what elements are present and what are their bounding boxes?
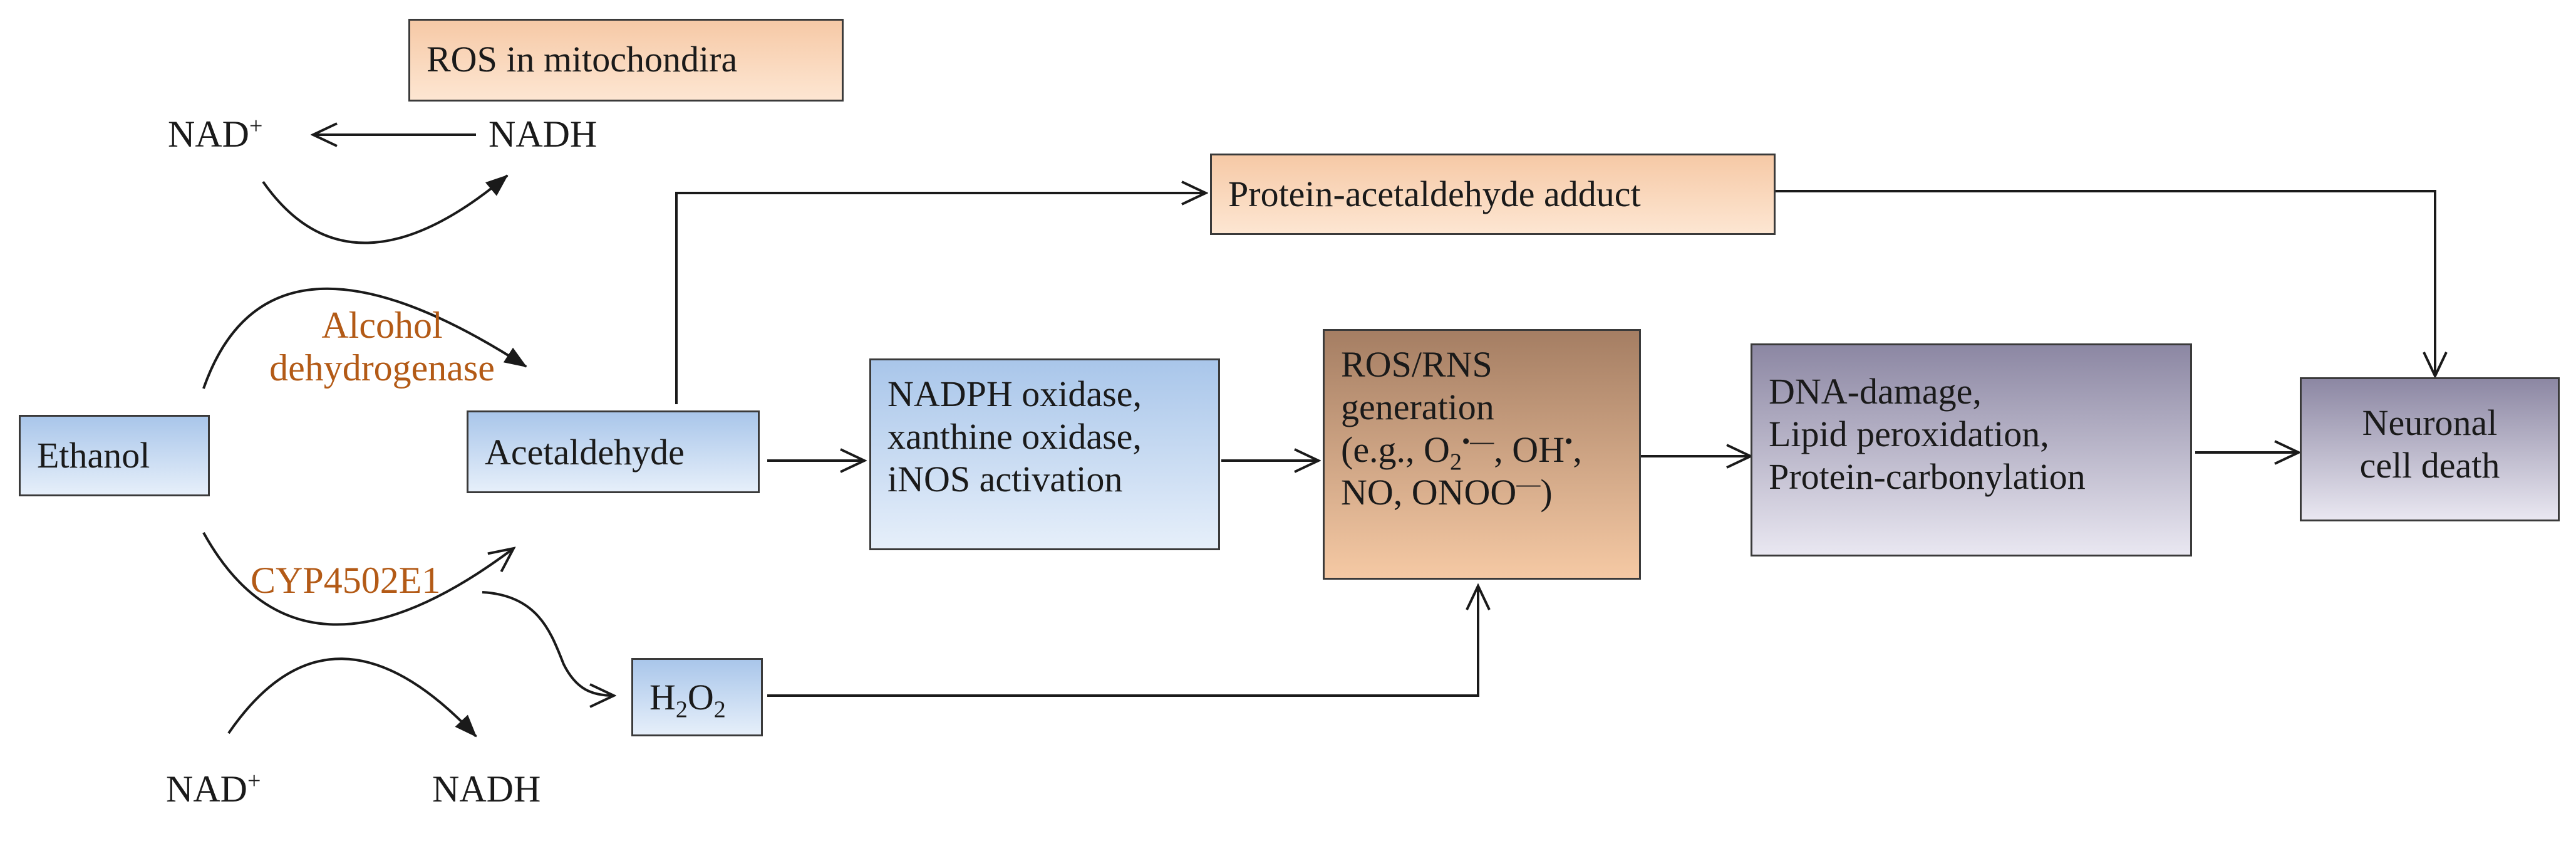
ros-mitochondria-label: ROS in mitochondira bbox=[427, 39, 738, 80]
neuronal-line-2: cell death bbox=[2359, 445, 2500, 486]
nadph-line-3: iNOS activation bbox=[887, 459, 1123, 499]
dna-line-2: Lipid peroxidation, bbox=[1769, 414, 2049, 454]
arrow-acetaldehyde-to-adduct bbox=[675, 193, 1206, 404]
protein-adduct-label: Protein-acetaldehyde adduct bbox=[1228, 174, 1641, 214]
nad-plus-top-label: NAD+ bbox=[168, 113, 263, 155]
nadph-oxidase-box: NADPH oxidase, xanthine oxidase, iNOS ac… bbox=[869, 358, 1220, 550]
ros-rns-line-4: NO, ONOO—) bbox=[1341, 471, 1553, 513]
neuronal-line-1: Neuronal bbox=[2362, 402, 2498, 443]
ros-mitochondria-box: ROS in mitochondira bbox=[408, 19, 844, 102]
dna-line-3: Protein-carbonylation bbox=[1769, 456, 2086, 497]
dna-damage-box: DNA-damage, Lipid peroxidation, Protein-… bbox=[1751, 343, 2192, 556]
ros-rns-box: ROS/RNS generation (e.g., O2•—, OH•, NO,… bbox=[1323, 329, 1641, 580]
arc-nad-to-nadh-top bbox=[262, 174, 509, 244]
ros-rns-line-2: generation bbox=[1341, 387, 1494, 427]
arrow-adduct-to-neuronal bbox=[1776, 190, 2435, 376]
neuronal-cell-death-box: Neuronal cell death bbox=[2300, 377, 2560, 521]
cyp4502e1-label: CYP4502E1 bbox=[251, 560, 441, 601]
arc-nad-to-nadh-bottom bbox=[227, 657, 477, 738]
alcohol-dehydrogenase-label: Alcohol dehydrogenase bbox=[263, 304, 501, 389]
arrow-cyp-to-h2o2 bbox=[482, 591, 614, 696]
ros-rns-line-3: (e.g., O2•—, OH•, bbox=[1341, 428, 1582, 476]
arc-ethanol-to-acetaldehyde-cyp bbox=[202, 532, 514, 626]
dna-line-1: DNA-damage, bbox=[1769, 371, 1982, 412]
ros-rns-line-1: ROS/RNS bbox=[1341, 344, 1492, 385]
nadh-bottom-label: NADH bbox=[432, 768, 541, 810]
nadph-line-1: NADPH oxidase, bbox=[887, 373, 1142, 414]
acetaldehyde-label: Acetaldehyde bbox=[485, 432, 685, 473]
ethanol-box: Ethanol bbox=[19, 415, 210, 496]
enzyme-line-2: dehydrogenase bbox=[269, 347, 495, 389]
enzyme-line-1: Alcohol bbox=[321, 305, 443, 346]
acetaldehyde-box: Acetaldehyde bbox=[467, 410, 760, 493]
nad-plus-bottom-label: NAD+ bbox=[166, 768, 261, 810]
h2o2-label: H2O2 bbox=[649, 677, 726, 723]
nadh-top-label: NADH bbox=[489, 113, 597, 155]
arc-ethanol-to-acetaldehyde-adh bbox=[202, 287, 527, 389]
h2o2-box: H2O2 bbox=[631, 658, 763, 736]
ethanol-label: Ethanol bbox=[37, 435, 150, 476]
nadph-line-2: xanthine oxidase, bbox=[887, 416, 1142, 457]
protein-adduct-box: Protein-acetaldehyde adduct bbox=[1210, 154, 1776, 235]
arrow-h2o2-to-rosrns bbox=[767, 586, 1478, 697]
